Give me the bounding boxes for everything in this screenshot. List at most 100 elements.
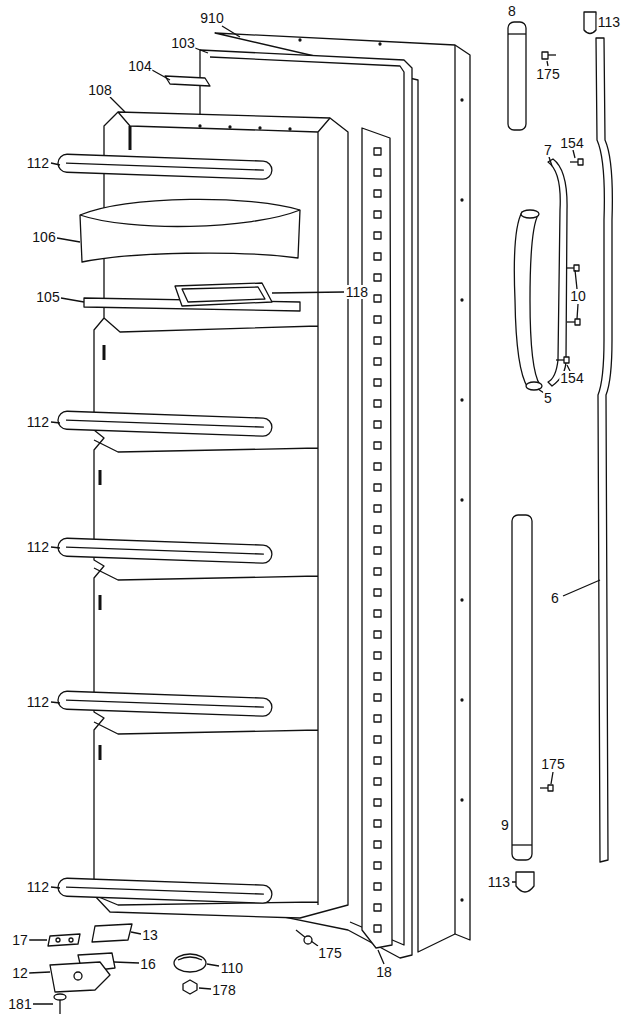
breaker-strip bbox=[374, 190, 381, 197]
hinge-plate bbox=[56, 938, 60, 942]
callout-number: 910 bbox=[199, 11, 224, 25]
screw bbox=[575, 319, 580, 325]
breaker-strip bbox=[374, 148, 381, 932]
outer-door-panel bbox=[379, 43, 381, 45]
handle-cap-upper bbox=[508, 22, 526, 130]
hinge-screw bbox=[54, 994, 66, 1014]
callout-number: 110 bbox=[220, 961, 244, 975]
outer-door-panel bbox=[461, 299, 463, 301]
shelf-bar bbox=[58, 411, 272, 436]
breaker-strip bbox=[362, 128, 392, 948]
screw bbox=[296, 930, 312, 944]
shelf-bar bbox=[58, 154, 272, 179]
bottle-mat bbox=[175, 283, 272, 306]
breaker-strip bbox=[362, 128, 392, 948]
dairy-door bbox=[80, 210, 300, 226]
callout-number: 175 bbox=[317, 946, 342, 960]
breaker-strip bbox=[374, 526, 381, 533]
shelf-bar bbox=[58, 538, 272, 563]
top-bracket bbox=[165, 76, 210, 86]
end-cap bbox=[584, 12, 596, 34]
callout-number: 12 bbox=[11, 966, 29, 980]
outer-door-panel bbox=[299, 39, 301, 41]
breaker-strip bbox=[374, 211, 381, 218]
hinge-shim bbox=[92, 924, 132, 942]
callout-number: 112 bbox=[26, 880, 50, 894]
callout-number: 8 bbox=[507, 4, 517, 18]
breaker-strip bbox=[374, 337, 381, 344]
screw bbox=[296, 930, 306, 938]
breaker-strip bbox=[374, 757, 381, 764]
handle-grip bbox=[514, 210, 542, 390]
breaker-strip bbox=[374, 631, 381, 638]
breaker-strip bbox=[374, 715, 381, 722]
breaker-strip bbox=[374, 379, 381, 386]
breaker-strip bbox=[374, 820, 381, 827]
callout-number: 175 bbox=[535, 67, 560, 81]
handle-grip bbox=[526, 382, 542, 390]
breaker-strip bbox=[374, 904, 381, 911]
shelf-bar bbox=[58, 154, 272, 179]
handle-cap-lower bbox=[512, 844, 532, 845]
outer-door-panel bbox=[461, 499, 463, 501]
handle-bracket bbox=[548, 159, 567, 386]
hinge-screw bbox=[59, 1000, 60, 1014]
screw bbox=[566, 267, 574, 268]
outer-door-panel bbox=[461, 399, 463, 401]
callout-number: 113 bbox=[487, 875, 511, 889]
outer-door-panel bbox=[461, 799, 463, 801]
breaker-strip bbox=[374, 421, 381, 428]
door-liner bbox=[199, 125, 291, 130]
breaker-strip bbox=[374, 568, 381, 575]
shelf-bar bbox=[58, 411, 272, 436]
callout-number: 105 bbox=[35, 290, 60, 304]
breaker-strip bbox=[374, 463, 381, 470]
breaker-strip bbox=[374, 694, 381, 701]
breaker-strip bbox=[374, 274, 381, 281]
callout-number: 175 bbox=[540, 757, 565, 771]
shelf-bar bbox=[66, 547, 264, 554]
shelf-bar bbox=[66, 700, 264, 707]
shelf-bar bbox=[58, 878, 272, 903]
breaker-strip bbox=[374, 925, 381, 932]
shelf-bar bbox=[66, 887, 264, 894]
leader-line bbox=[29, 26, 600, 1004]
door-stop bbox=[174, 954, 206, 972]
callout-number: 118 bbox=[345, 285, 369, 299]
callout-number: 103 bbox=[170, 36, 195, 50]
breaker-strip bbox=[374, 358, 381, 365]
callout-number: 106 bbox=[31, 230, 56, 244]
breaker-strip bbox=[374, 862, 381, 869]
hinge-plate bbox=[48, 934, 80, 946]
screw bbox=[304, 936, 312, 944]
outer-door-panel bbox=[454, 45, 455, 934]
callout-number: 154 bbox=[559, 371, 584, 385]
breaker-strip bbox=[374, 652, 381, 659]
outer-door-panel bbox=[461, 199, 463, 201]
breaker-strip bbox=[374, 778, 381, 785]
dairy-door bbox=[80, 199, 300, 262]
door-liner bbox=[289, 128, 291, 130]
screw bbox=[578, 159, 583, 165]
hinge-bracket bbox=[74, 972, 82, 980]
bottle-mat bbox=[182, 287, 265, 302]
shelf-bar bbox=[58, 538, 272, 563]
screw bbox=[570, 161, 578, 162]
callout-number: 112 bbox=[26, 695, 50, 709]
shelf-bar bbox=[66, 163, 264, 170]
handle-cap-upper bbox=[508, 22, 526, 130]
breaker-strip bbox=[374, 610, 381, 617]
callout-number: 104 bbox=[127, 59, 152, 73]
breaker-strip bbox=[374, 736, 381, 743]
breaker-strip bbox=[374, 799, 381, 806]
callout-number: 6 bbox=[550, 591, 560, 605]
shelf-bar bbox=[58, 878, 272, 903]
breaker-strip bbox=[374, 484, 381, 491]
hinge-plate bbox=[69, 938, 73, 942]
nut bbox=[183, 980, 197, 994]
breaker-strip bbox=[374, 883, 381, 890]
callout-number: 113 bbox=[597, 15, 621, 29]
